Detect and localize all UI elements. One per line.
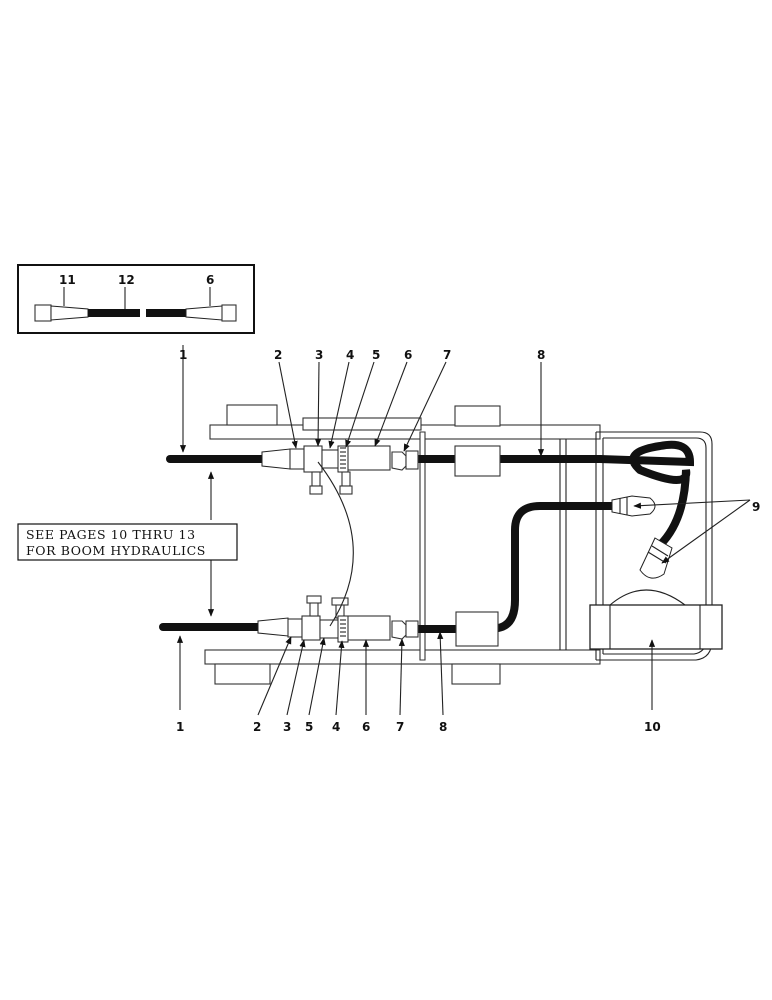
reservoir-10 <box>589 589 723 650</box>
callout-top-2: 2 <box>274 348 282 362</box>
callout-bottom-10: 10 <box>644 720 661 734</box>
note-line-1: SEE PAGES 10 THRU 13 <box>26 527 196 542</box>
note-line-2: FOR BOOM HYDRAULICS <box>26 543 206 558</box>
hose-clamp-top <box>454 445 501 477</box>
callout-top-4: 4 <box>346 348 354 362</box>
callout-top-6: 6 <box>404 348 412 362</box>
boom-hydraulics-note: SEE PAGES 10 THRU 13 FOR BOOM HYDRAULICS <box>17 523 238 561</box>
callout-bottom-1: 1 <box>176 720 184 734</box>
bottom-fitting-assembly <box>257 595 419 643</box>
callout-inset-11: 11 <box>59 273 76 287</box>
hoses <box>159 440 695 633</box>
callout-bottom-3: 3 <box>283 720 291 734</box>
callout-right-9: 9 <box>752 500 760 514</box>
callout-bottom-8: 8 <box>439 720 447 734</box>
callout-bottom-2: 2 <box>253 720 261 734</box>
callout-inset-12: 12 <box>118 273 135 287</box>
callout-1-top: 1 <box>179 348 187 362</box>
chassis-frame <box>204 404 713 685</box>
hose-assembly-inset: 11 12 6 <box>17 264 255 334</box>
leader-lines <box>176 345 751 716</box>
top-fitting-assembly <box>261 445 419 495</box>
link-curve <box>317 461 354 627</box>
callout-bottom-7: 7 <box>396 720 404 734</box>
callout-top-7: 7 <box>443 348 451 362</box>
callout-top-8: 8 <box>537 348 545 362</box>
callout-top-5: 5 <box>372 348 380 362</box>
callout-inset-6: 6 <box>206 273 214 287</box>
callout-bottom-4: 4 <box>332 720 340 734</box>
callout-bottom-5: 5 <box>305 720 313 734</box>
callout-bottom-6: 6 <box>362 720 370 734</box>
callout-top-3: 3 <box>315 348 323 362</box>
hose-clamp-bottom <box>455 611 499 647</box>
